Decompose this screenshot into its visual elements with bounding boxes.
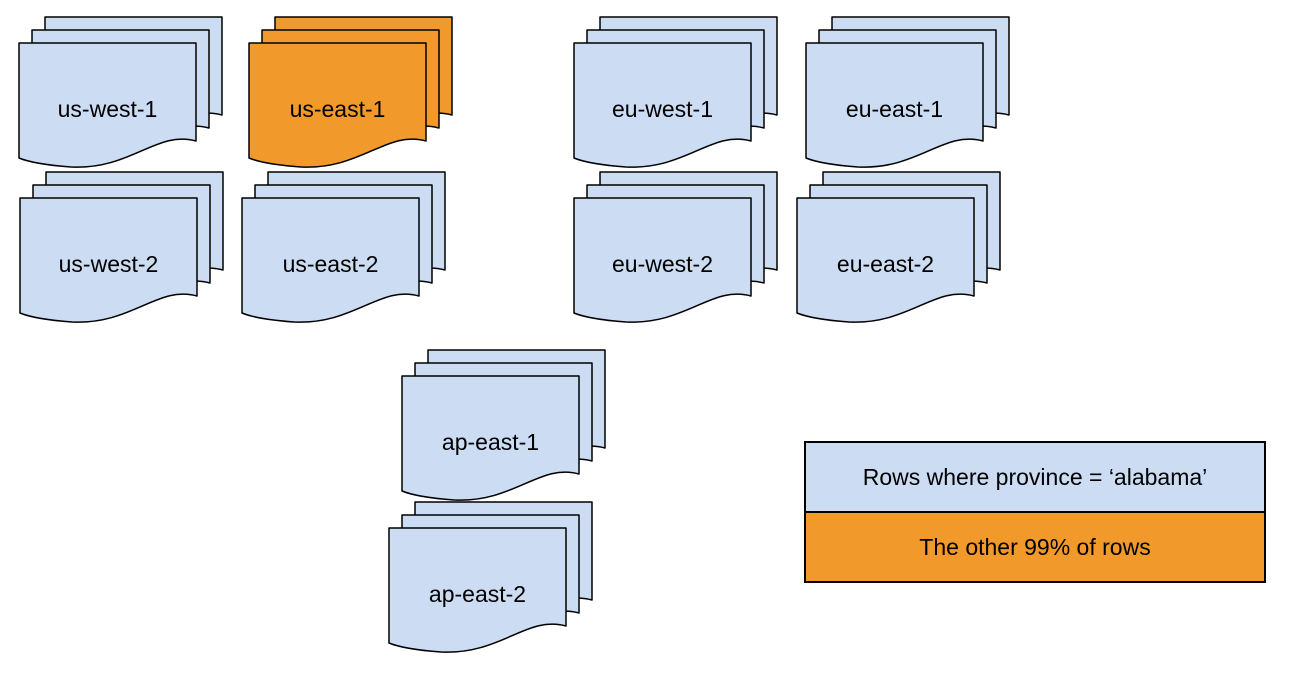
region-label: us-west-1 (57, 95, 158, 122)
region-label: eu-east-2 (836, 250, 935, 277)
region-label: us-west-2 (58, 250, 159, 277)
legend-item-label: The other 99% of rows (919, 533, 1151, 560)
region-label: us-east-2 (282, 250, 379, 277)
region-label: eu-east-1 (845, 95, 944, 122)
legend-item-other-rows: The other 99% of rows (806, 511, 1264, 581)
document-sheet-front (248, 42, 427, 168)
legend-item-label: Rows where province = ‘alabama’ (862, 463, 1208, 490)
document-stack-us-west-1: us-west-1 (18, 16, 223, 168)
document-sheet-front (805, 42, 984, 168)
document-sheet-front (241, 197, 420, 323)
document-stack-ap-east-1: ap-east-1 (401, 349, 606, 501)
document-sheet-front (19, 197, 198, 323)
document-stack-eu-east-2: eu-east-2 (796, 171, 1001, 323)
legend-item-alabama-rows: Rows where province = ‘alabama’ (806, 443, 1264, 511)
document-sheet-front (573, 197, 752, 323)
document-sheet-front (573, 42, 752, 168)
document-stack-us-west-2: us-west-2 (19, 171, 224, 323)
document-sheet-front (796, 197, 975, 323)
document-sheet-front (401, 375, 580, 501)
document-stack-eu-west-1: eu-west-1 (573, 16, 778, 168)
region-label: eu-west-1 (612, 95, 713, 122)
document-stack-ap-east-2: ap-east-2 (388, 501, 593, 653)
document-stack-us-east-2: us-east-2 (241, 171, 446, 323)
legend: Rows where province = ‘alabama’ The othe… (804, 441, 1266, 583)
region-label: us-east-1 (289, 95, 386, 122)
region-label: ap-east-2 (428, 580, 527, 607)
region-label: ap-east-1 (441, 428, 540, 455)
document-stack-eu-east-1: eu-east-1 (805, 16, 1010, 168)
document-stack-eu-west-2: eu-west-2 (573, 171, 778, 323)
document-stack-us-east-1: us-east-1 (248, 16, 453, 168)
region-label: eu-west-2 (612, 250, 713, 277)
document-sheet-front (18, 42, 197, 168)
document-sheet-front (388, 527, 567, 653)
